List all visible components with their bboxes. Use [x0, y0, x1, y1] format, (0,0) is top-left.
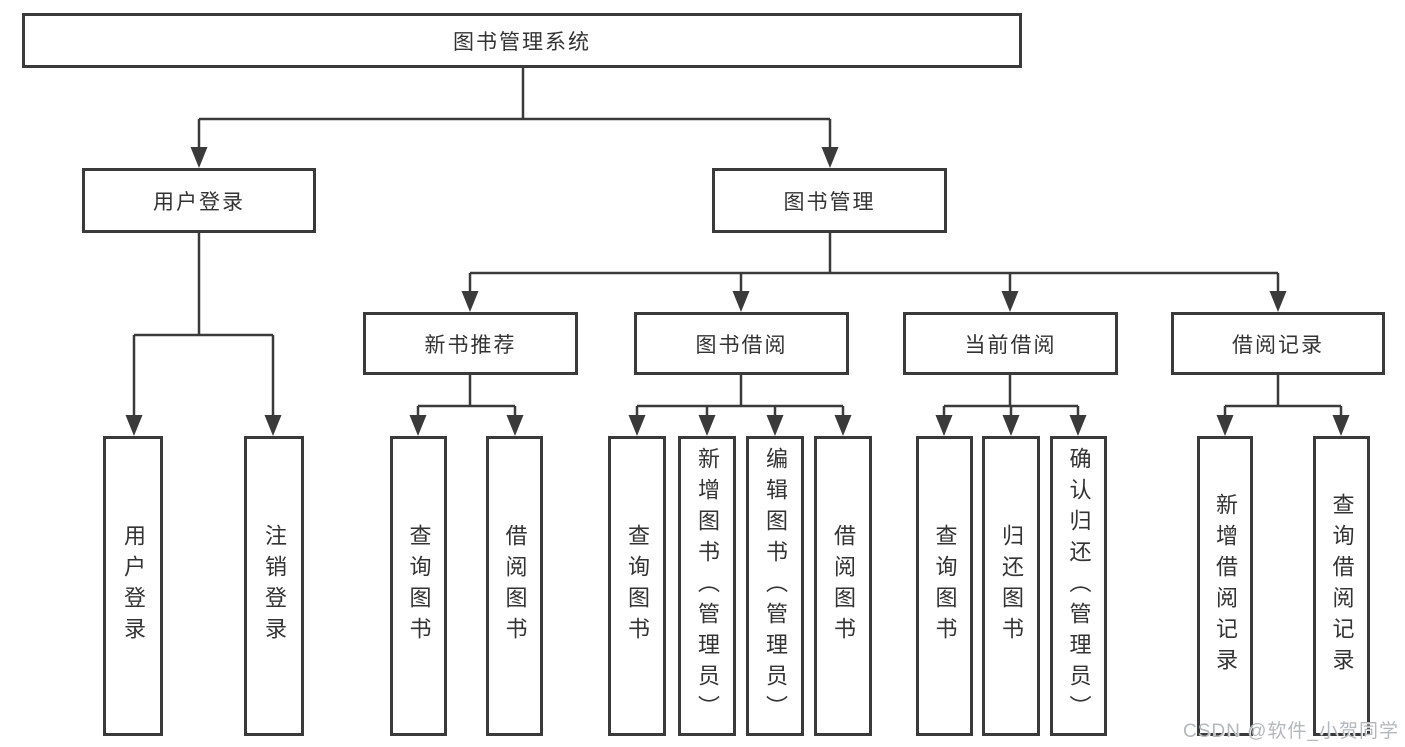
node-new-book-recommendation: 新书推荐 — [363, 312, 578, 375]
node-label: 用户登录 — [153, 190, 245, 214]
csdn-watermark: CSDN @软件_小贺同学 — [1183, 721, 1399, 742]
arrow-down-icon — [935, 415, 953, 436]
arrow-down-icon — [821, 147, 839, 168]
leaf-query-books-recommend: 查询图书 — [390, 436, 447, 736]
arrow-down-icon — [409, 415, 427, 436]
arrow-down-icon — [461, 291, 479, 312]
node-label: 新书推荐 — [424, 333, 517, 357]
node-current-borrowing: 当前借阅 — [903, 312, 1118, 375]
leaf-query-books-current: 查询图书 — [916, 436, 973, 736]
arrow-down-icon — [125, 415, 143, 436]
node-label: 新增借阅记录 — [1213, 493, 1238, 679]
node-user-login-branch: 用户登录 — [82, 168, 316, 233]
node-label: 注销登录 — [262, 524, 287, 648]
node-label: 确认归还（管理员） — [1066, 446, 1092, 726]
node-label: 借阅记录 — [1232, 333, 1324, 357]
node-label: 查询图书 — [625, 524, 650, 648]
leaf-logout: 注销登录 — [244, 436, 304, 736]
arrow-down-icon — [1002, 415, 1020, 436]
arrow-down-icon — [264, 415, 282, 436]
arrow-down-icon — [1332, 415, 1350, 436]
node-label: 编辑图书（管理员） — [763, 446, 788, 726]
arrow-down-icon — [698, 415, 716, 436]
arrow-down-icon — [190, 147, 208, 168]
arrow-down-icon — [834, 415, 852, 436]
node-book-management-branch: 图书管理 — [712, 168, 947, 233]
leaf-query-books-borrowing: 查询图书 — [608, 436, 666, 736]
leaf-borrow-books: 借阅图书 — [814, 436, 872, 736]
leaf-add-borrow-record: 新增借阅记录 — [1197, 436, 1253, 736]
node-label: 图书管理 — [783, 190, 876, 214]
node-label: 新增图书（管理员） — [695, 446, 720, 726]
arrow-down-icon — [628, 415, 646, 436]
leaf-borrow-books-recommend: 借阅图书 — [486, 436, 543, 736]
arrow-down-icon — [1069, 415, 1087, 436]
node-label: 查询借阅记录 — [1329, 493, 1355, 679]
leaf-add-book-admin: 新增图书（管理员） — [678, 436, 736, 736]
node-label: 用户登录 — [121, 524, 146, 648]
arrow-down-icon — [1216, 415, 1234, 436]
node-label: 归还图书 — [999, 524, 1024, 648]
arrow-down-icon — [1269, 291, 1287, 312]
arrow-down-icon — [732, 291, 750, 312]
node-book-borrowing: 图书借阅 — [634, 312, 849, 375]
node-label: 图书借阅 — [695, 333, 788, 357]
node-library-management-system: 图书管理系统 — [22, 13, 1022, 68]
leaf-confirm-return-admin: 确认归还（管理员） — [1050, 436, 1107, 736]
arrow-down-icon — [1001, 291, 1019, 312]
node-borrowing-records: 借阅记录 — [1171, 312, 1385, 375]
node-label: 借阅图书 — [502, 524, 528, 648]
node-label: 借阅图书 — [831, 524, 856, 648]
node-label: 查询图书 — [406, 524, 432, 648]
leaf-edit-book-admin: 编辑图书（管理员） — [746, 436, 804, 736]
leaf-user-login: 用户登录 — [103, 436, 163, 736]
leaf-query-borrow-record: 查询借阅记录 — [1313, 436, 1370, 736]
node-label: 查询图书 — [932, 524, 958, 648]
leaf-return-books: 归还图书 — [982, 436, 1040, 736]
node-label: 图书管理系统 — [453, 30, 591, 54]
arrow-down-icon — [506, 415, 524, 436]
arrow-down-icon — [766, 415, 784, 436]
node-label: 当前借阅 — [964, 333, 1057, 357]
